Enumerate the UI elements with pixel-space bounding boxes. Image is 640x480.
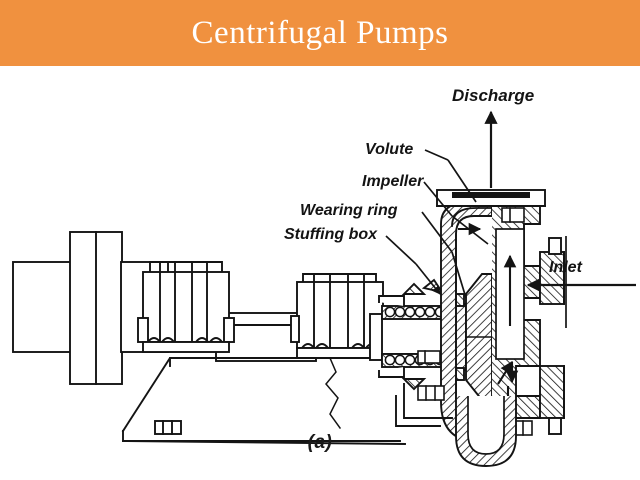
label-stuffing-box: Stuffing box [284, 226, 378, 243]
leader-wearing-ring-2 [451, 251, 467, 299]
leader-impeller [423, 181, 453, 217]
centrifugal-pump-diagram: Discharge Volute Impeller Wearing ring S… [12, 86, 636, 467]
label-impeller: Impeller [362, 173, 424, 190]
discharge-flange [436, 189, 546, 207]
leader-lines [385, 149, 489, 299]
leader-wearing-ring [421, 211, 453, 253]
figure-caption: (a) [307, 432, 333, 453]
impeller-hub [465, 273, 493, 401]
title-banner: Centrifugal Pumps [0, 0, 640, 66]
label-discharge: Discharge [452, 86, 534, 105]
stuffing-box-assembly [369, 295, 453, 378]
figure-area: Discharge Volute Impeller Wearing ring S… [0, 66, 640, 480]
label-volute: Volute [365, 141, 413, 158]
leader-stuffing-box-2 [415, 263, 441, 295]
inlet-flange [539, 237, 565, 435]
page-title: Centrifugal Pumps [191, 14, 449, 51]
lower-volute [455, 396, 517, 467]
inlet-arrow-group [526, 236, 636, 328]
leader-impeller-2 [451, 215, 489, 245]
leader-stuffing-box [385, 235, 417, 265]
label-wearing-ring: Wearing ring [300, 202, 398, 219]
flow-arrow-impeller-in [497, 360, 513, 385]
casing-support [395, 383, 453, 427]
bearing-housing [137, 261, 235, 353]
label-inlet: Inlet [549, 259, 583, 276]
leader-volute-2 [447, 159, 477, 203]
leader-volute [424, 149, 449, 161]
